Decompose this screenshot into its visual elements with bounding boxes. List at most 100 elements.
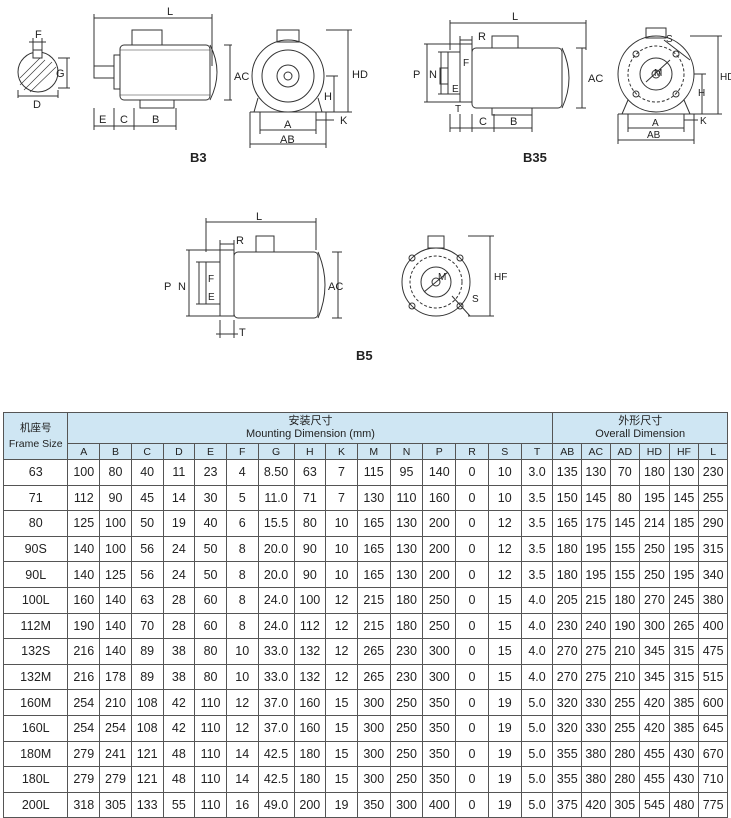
dimension-cell: 110 xyxy=(194,740,227,768)
dimension-cell: 50 xyxy=(130,510,164,537)
dimension-cell: 110 xyxy=(194,791,227,818)
dimension-cell: 19 xyxy=(325,791,358,818)
shaft-section-drawing: F G D xyxy=(17,29,70,111)
dimension-cell: 55 xyxy=(162,791,196,818)
column-header: K xyxy=(325,443,358,460)
dimension-cell: 215 xyxy=(580,586,611,614)
frame-size-header-en: Frame Size xyxy=(8,438,63,450)
dimension-cell: 40 xyxy=(194,510,227,537)
column-header: G xyxy=(257,443,295,460)
dimension-cell: 430 xyxy=(668,766,700,793)
frame-size-header: 机座号 Frame Size xyxy=(2,412,69,460)
dimension-cell: 710 xyxy=(698,766,728,793)
dimension-cell: 12 xyxy=(225,714,259,742)
dimension-cell: 24 xyxy=(162,535,196,563)
dimension-cell: 108 xyxy=(130,689,164,716)
dimension-cell: 420 xyxy=(580,791,611,818)
dimension-cell: 600 xyxy=(698,689,728,716)
dimension-cell: 19 xyxy=(487,689,522,716)
dimension-cell: 180 xyxy=(293,740,327,768)
dimension-cell: 42.5 xyxy=(257,766,295,793)
dimension-cell: 280 xyxy=(609,766,641,793)
dimension-cell: 112 xyxy=(67,484,101,512)
frame-size-cell: 100L xyxy=(2,586,69,614)
dimension-cell: 12 xyxy=(487,510,522,537)
dimension-cell: 5 xyxy=(225,484,259,512)
dimension-cell: 80 xyxy=(293,510,327,537)
column-header: AC xyxy=(580,443,611,460)
b3-label-l: L xyxy=(167,6,173,18)
dimension-cell: 300 xyxy=(422,663,457,691)
dimension-cell: 37.0 xyxy=(257,714,295,742)
frame-size-cell: 80 xyxy=(2,510,69,537)
dimension-cell: 350 xyxy=(422,689,457,716)
dimension-cell: 5.0 xyxy=(520,714,554,742)
dimension-cell: 145 xyxy=(609,510,641,537)
dimension-cell: 48 xyxy=(162,766,196,793)
dimension-cell: 90 xyxy=(99,484,132,512)
dimension-cell: 230 xyxy=(698,459,728,486)
dimension-cell: 145 xyxy=(580,484,611,512)
dimension-cell: 160 xyxy=(422,484,457,512)
dimension-cell: 0 xyxy=(455,689,489,716)
dimension-cell: 240 xyxy=(580,612,611,640)
dimension-cell: 140 xyxy=(67,535,101,563)
dimension-cell: 330 xyxy=(580,714,611,742)
frame-size-cell: 160M xyxy=(2,689,69,716)
dimension-cell: 5.0 xyxy=(520,740,554,768)
b35-label-ac: AC xyxy=(588,73,603,85)
dimension-cell: 150 xyxy=(552,484,582,512)
dimension-cell: 90 xyxy=(293,535,327,563)
b5-label-ac: AC xyxy=(328,281,343,293)
dimension-cell: 265 xyxy=(356,663,391,691)
dimension-cell: 275 xyxy=(580,638,611,665)
dimension-cell: 95 xyxy=(389,459,424,486)
drawings-area: F G D L AC E C B xyxy=(0,0,731,390)
column-header: AB xyxy=(552,443,582,460)
shaft-label-f: F xyxy=(35,29,42,41)
dimension-cell: 49.0 xyxy=(257,791,295,818)
dimension-cell: 241 xyxy=(99,740,132,768)
dimension-cell: 5.0 xyxy=(520,689,554,716)
b35-label-b: B xyxy=(510,116,517,128)
dimension-cell: 190 xyxy=(67,612,101,640)
dimension-cell: 50 xyxy=(194,535,227,563)
dimension-cell: 12 xyxy=(225,689,259,716)
dimension-cell: 42.5 xyxy=(257,740,295,768)
b35-label-k: K xyxy=(700,116,707,127)
dimension-cell: 60 xyxy=(194,612,227,640)
b5-label-r: R xyxy=(236,235,244,247)
dimension-cell: 15 xyxy=(325,689,358,716)
b5-label-s: S xyxy=(472,294,479,305)
dimension-cell: 515 xyxy=(698,663,728,691)
column-header: F xyxy=(225,443,259,460)
dimension-cell: 455 xyxy=(639,766,670,793)
frame-size-cell: 112M xyxy=(2,612,69,640)
dimension-cell: 112 xyxy=(293,612,327,640)
dimension-cell: 455 xyxy=(639,740,670,768)
dimension-cell: 350 xyxy=(422,714,457,742)
dimension-cell: 8 xyxy=(225,586,259,614)
dimension-cell: 0 xyxy=(455,766,489,793)
dimension-cell: 0 xyxy=(455,638,489,665)
dimension-cell: 255 xyxy=(609,689,641,716)
dimension-cell: 80 xyxy=(99,459,132,486)
dimension-table-wrap: 机座号 Frame Size 安装尺寸 Mounting Dimension (… xyxy=(2,412,728,818)
dimension-cell: 12 xyxy=(325,612,358,640)
dimension-cell: 0 xyxy=(455,586,489,614)
dimension-cell: 19 xyxy=(487,766,522,793)
b35-label-a: A xyxy=(652,118,659,129)
dimension-cell: 355 xyxy=(552,766,582,793)
dimension-cell: 140 xyxy=(99,638,132,665)
dimension-cell: 24.0 xyxy=(257,586,295,614)
dimension-cell: 160 xyxy=(67,586,101,614)
column-header: H xyxy=(293,443,327,460)
b5-label-p: P xyxy=(164,281,171,293)
dimension-cell: 6 xyxy=(225,510,259,537)
dimension-cell: 300 xyxy=(356,689,391,716)
dimension-cell: 3.0 xyxy=(520,459,554,486)
